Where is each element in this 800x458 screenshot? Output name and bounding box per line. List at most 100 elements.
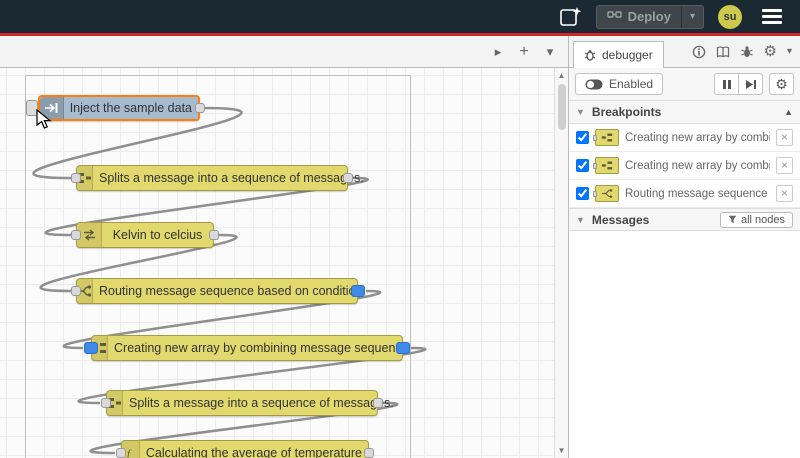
wire[interactable]: [32, 106, 243, 180]
output-port[interactable]: [343, 173, 353, 183]
flow-node-switch[interactable]: Routing message sequence based on condit…: [76, 278, 362, 304]
breakpoint-checkbox[interactable]: [576, 187, 589, 200]
output-port[interactable]: [364, 448, 374, 458]
section-collapse-icon[interactable]: ▼: [576, 107, 585, 117]
breakpoints-title: Breakpoints: [591, 105, 662, 119]
add-flow-icon[interactable]: +: [519, 42, 529, 60]
breakpoint-checkbox[interactable]: [576, 159, 589, 172]
flow-node-inject[interactable]: Inject the sample data: [38, 95, 200, 121]
input-port[interactable]: [71, 286, 81, 296]
header-bar: Deploy ▾ su: [0, 0, 800, 33]
flow-list-icon[interactable]: ▾: [546, 43, 554, 59]
remove-breakpoint-button[interactable]: ×: [776, 129, 793, 146]
deploy-icon: [606, 7, 622, 26]
flow-wires: [25, 75, 427, 458]
pause-button[interactable]: [714, 73, 739, 95]
scrollbar-thumb[interactable]: [558, 84, 566, 130]
flow-node-change[interactable]: Kelvin to celcius: [76, 222, 214, 248]
flow-node-split[interactable]: Splits a message into a sequence of mess…: [106, 390, 394, 416]
flow-canvas[interactable]: Inject the sample data Splits a message …: [0, 68, 554, 458]
info-icon[interactable]: [692, 45, 706, 59]
input-port[interactable]: [101, 398, 111, 408]
flow-tabbar: ▸ + ▾: [0, 36, 568, 68]
join-node-mini-icon: [593, 157, 619, 174]
tab-debugger[interactable]: debugger: [573, 41, 664, 68]
toggle-icon: [585, 79, 603, 89]
debugger-toolbar: Enabled ⚙: [569, 68, 800, 101]
breakpoints-section-header[interactable]: ▼ Breakpoints ▲: [569, 101, 800, 124]
flow-node-join[interactable]: Creating new array by combining message …: [91, 335, 409, 361]
scroll-down-icon[interactable]: ▼: [557, 446, 566, 455]
wire[interactable]: [39, 233, 238, 293]
node-label: Calculating the average of temperature: [145, 446, 362, 458]
switch-node-mini-icon: [593, 185, 619, 202]
join-node-mini-icon: [593, 129, 619, 146]
remove-breakpoint-button[interactable]: ×: [776, 185, 793, 202]
inject-trigger-button[interactable]: [26, 100, 38, 116]
sidebar-tabbar: debugger ⚙ ▾: [569, 36, 800, 68]
input-port[interactable]: [116, 448, 126, 458]
breakpoint-label[interactable]: Creating new array by combining message …: [625, 131, 770, 144]
change-icon: [77, 223, 102, 247]
chevron-down-icon[interactable]: ▾: [786, 46, 792, 57]
output-port[interactable]: [373, 398, 383, 408]
output-port[interactable]: [195, 103, 205, 113]
alert-line: [0, 33, 800, 36]
workspace: ▸ + ▾: [0, 36, 568, 458]
step-button[interactable]: [738, 73, 763, 95]
node-label: Inject the sample data: [69, 101, 192, 115]
breakpoint-port[interactable]: [396, 342, 410, 354]
debugger-enabled-toggle[interactable]: Enabled: [575, 73, 664, 95]
output-port[interactable]: [209, 230, 219, 240]
messages-section-header[interactable]: ▼ Messages all nodes: [569, 208, 800, 231]
bug-icon[interactable]: [740, 45, 754, 59]
debugger-tab-label: debugger: [602, 48, 653, 62]
flow-node-function[interactable]: f Calculating the average of temperature: [121, 440, 369, 458]
list-scroll-up-icon[interactable]: ▲: [784, 107, 793, 117]
messages-filter-button[interactable]: all nodes: [719, 211, 793, 228]
tab-scroll-right-icon[interactable]: ▸: [494, 43, 502, 59]
wire[interactable]: [89, 401, 399, 455]
pause-icon: [722, 79, 731, 89]
debugger-settings-button[interactable]: ⚙: [769, 73, 794, 95]
node-label: Splits a message into a sequence of mess…: [129, 396, 394, 410]
gear-icon[interactable]: ⚙: [763, 43, 777, 60]
assistant-sparkle-icon[interactable]: [558, 5, 582, 29]
scroll-up-icon[interactable]: ▲: [557, 71, 566, 80]
svg-text:f: f: [127, 448, 132, 458]
flow-node-split[interactable]: Splits a message into a sequence of mess…: [76, 165, 364, 191]
wire[interactable]: [77, 346, 427, 405]
node-label: Kelvin to celcius: [112, 228, 203, 242]
inject-icon: [40, 97, 64, 119]
main-menu-icon[interactable]: [756, 5, 788, 28]
breakpoint-port[interactable]: [84, 342, 98, 354]
remove-breakpoint-button[interactable]: ×: [776, 157, 793, 174]
breakpoint-label[interactable]: Routing message sequence based on condit…: [625, 187, 770, 200]
input-port[interactable]: [71, 173, 81, 183]
user-avatar[interactable]: su: [718, 4, 742, 29]
wire[interactable]: [44, 176, 369, 237]
function-icon: f: [122, 441, 140, 458]
input-port[interactable]: [71, 230, 81, 240]
deploy-button[interactable]: Deploy ▾: [595, 4, 704, 29]
breakpoint-checkbox[interactable]: [576, 131, 589, 144]
breakpoint-label[interactable]: Creating new array by combining message …: [625, 159, 770, 172]
filter-label: all nodes: [740, 213, 785, 226]
canvas-boundary: [25, 75, 411, 458]
filter-funnel-icon: [728, 215, 737, 224]
canvas-vscrollbar[interactable]: ▲ ▼: [554, 68, 568, 458]
breakpoint-port[interactable]: [351, 285, 365, 297]
breakpoint-row: Creating new array by combining message …: [569, 124, 800, 152]
step-forward-icon: [745, 79, 756, 89]
debugger-tab-icon: [584, 50, 596, 61]
mouse-cursor: [36, 109, 52, 129]
node-label: Splits a message into a sequence of mess…: [99, 171, 364, 185]
node-label: Creating new array by combining message …: [114, 341, 409, 355]
messages-title: Messages: [591, 212, 650, 227]
section-collapse-icon[interactable]: ▼: [576, 214, 585, 225]
wire[interactable]: [62, 289, 382, 350]
deploy-dropdown-caret[interactable]: ▾: [680, 5, 703, 28]
book-icon[interactable]: [716, 45, 730, 59]
node-label: Routing message sequence based on condit…: [99, 284, 363, 298]
breakpoints-list: Creating new array by combining message …: [569, 124, 800, 208]
